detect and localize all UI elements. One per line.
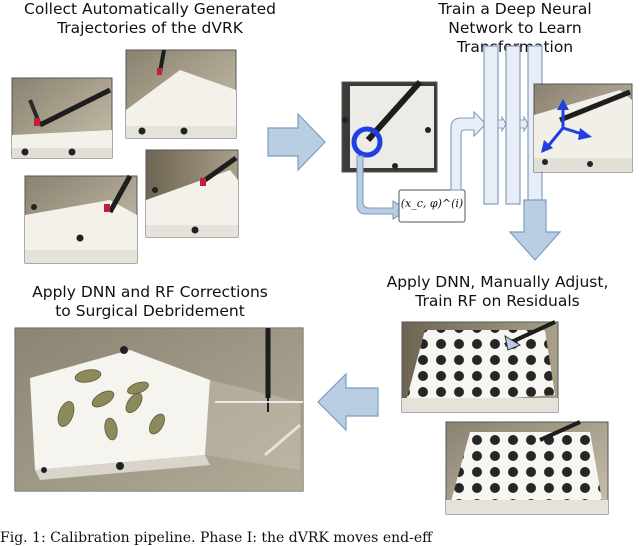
train-title-line1: Train a Deep Neural — [438, 0, 592, 18]
input-image — [341, 79, 438, 173]
apply-rf-title-line2: to Surgical Debridement — [55, 302, 245, 320]
calibration-grid-photo-1 — [401, 320, 559, 413]
apply-rf-title: Apply DNN and RF Corrections to Surgical… — [0, 283, 300, 321]
pose-axes-icon — [541, 99, 592, 153]
calibration-grid-photo-2 — [445, 420, 609, 515]
apply-rf-title-line1: Apply DNN and RF Corrections — [32, 283, 268, 301]
apply-dnn-title-line2: Train RF on Residuals — [415, 292, 580, 310]
trajectory-photo-4 — [145, 149, 239, 238]
arrow-down — [508, 199, 562, 261]
figure-caption: Fig. 1: Calibration pipeline. Phase I: t… — [0, 530, 433, 546]
arrow-right-1 — [267, 112, 326, 172]
output-image — [533, 83, 633, 173]
apply-dnn-title: Apply DNN, Manually Adjust, Train RF on … — [355, 273, 640, 311]
trajectory-photo-1 — [11, 77, 113, 159]
debridement-photo — [14, 327, 304, 492]
formula-box — [398, 189, 466, 223]
collect-title: Collect Automatically Generated Trajecto… — [0, 0, 300, 38]
train-title-line2: Network to Learn — [448, 19, 582, 37]
train-title: Train a Deep Neural Network to Learn Tra… — [395, 0, 635, 57]
trajectory-photo-3 — [24, 174, 138, 264]
tip-highlight-circle — [351, 126, 383, 158]
arrow-left — [317, 372, 379, 432]
apply-dnn-title-line1: Apply DNN, Manually Adjust, — [386, 273, 609, 291]
collect-title-line2: Trajectories of the dVRK — [57, 19, 243, 37]
connector-to-network — [450, 110, 487, 191]
formula-label: (x_c, φ)^(i) — [400, 197, 464, 210]
trajectory-photo-2 — [125, 49, 237, 139]
collect-title-line1: Collect Automatically Generated — [24, 0, 276, 18]
